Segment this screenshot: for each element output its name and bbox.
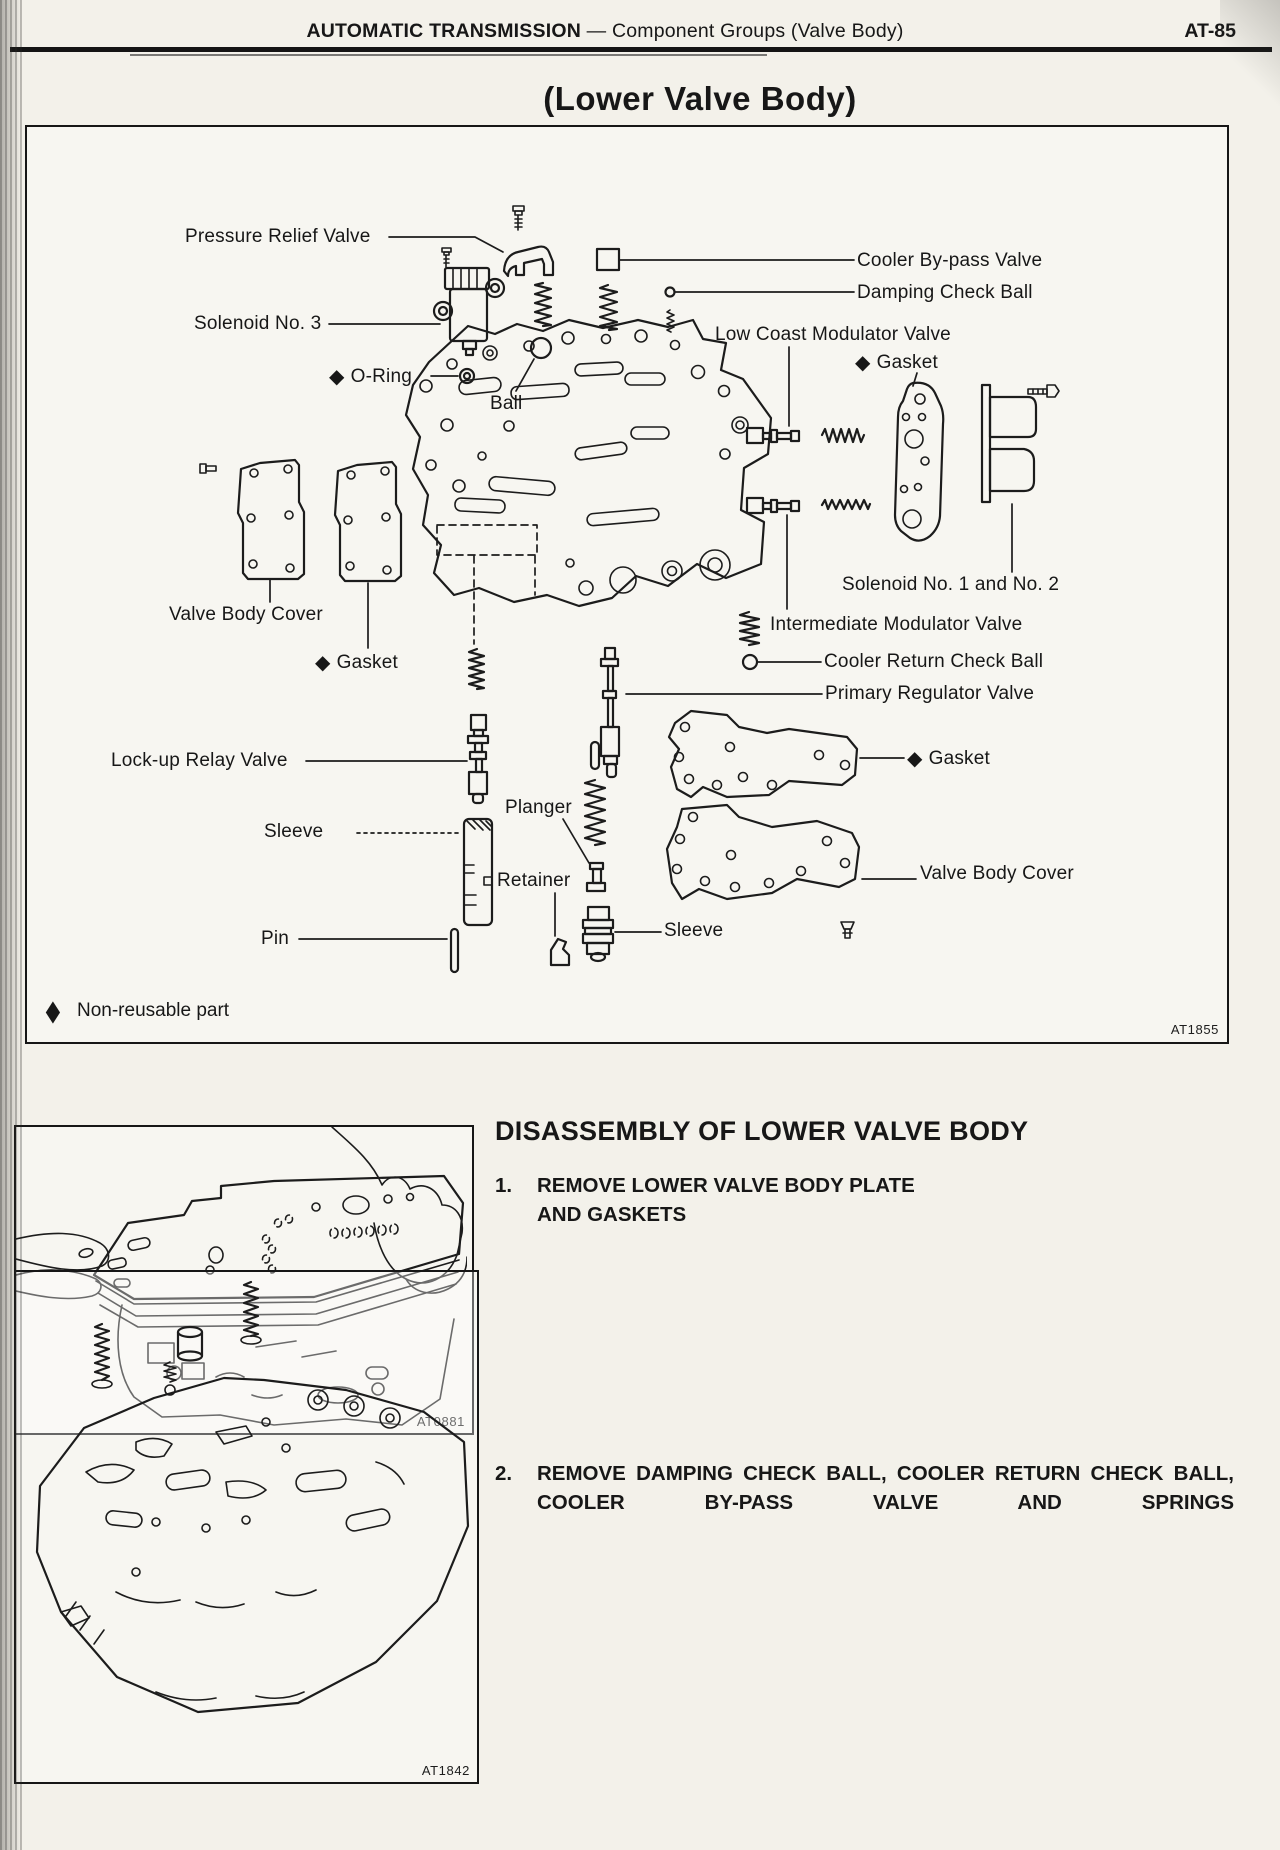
main-valve-body-casting — [404, 318, 773, 608]
non-reusable-diamond-icon: ◆ — [329, 366, 345, 388]
exploded-diagram-box: Pressure Relief Valve Solenoid No. 3 ◆O-… — [25, 125, 1229, 1044]
label-text: Gasket — [336, 652, 398, 673]
section-heading: DISASSEMBLY OF LOWER VALVE BODY — [495, 1116, 1029, 1146]
screw-parts — [199, 205, 1060, 939]
gasket-plate-top-part — [893, 381, 945, 542]
step-number: 2. — [495, 1462, 513, 1485]
page-header: AUTOMATIC TRANSMISSION — Component Group… — [0, 20, 1210, 43]
projection-dashes — [436, 524, 538, 645]
legend-text: Non-reusable part — [77, 999, 230, 1021]
label-cooler-bypass-valve: Cooler By-pass Valve — [857, 250, 1043, 271]
non-reusable-diamond-icon: ◆ — [855, 352, 871, 374]
gasket-middle-part — [667, 709, 859, 799]
page-number: AT-85 — [1184, 20, 1236, 42]
label-low-coast-modulator-valve: Low Coast Modulator Valve — [715, 324, 951, 345]
header-section: AUTOMATIC TRANSMISSION — [306, 20, 581, 42]
label-cooler-return-check-ball: Cooler Return Check Ball — [824, 651, 1044, 672]
figure-code-at1855: AT1855 — [1170, 1022, 1219, 1037]
solenoid-no3-part — [432, 266, 506, 357]
pressure-relief-valve-part — [502, 245, 555, 278]
non-reusable-diamond-icon: ◆ — [907, 748, 923, 770]
label-gasket-left: ◆Gasket — [315, 651, 398, 674]
planger-part — [585, 740, 607, 893]
springs-and-piston — [91, 1280, 262, 1396]
label-lock-up-relay-valve: Lock-up Relay Valve — [111, 750, 288, 771]
step-text: REMOVE DAMPING CHECK BALL, COOLER RETURN… — [537, 1462, 1234, 1514]
label-solenoid-no1-no2: Solenoid No. 1 and No. 2 — [842, 574, 1060, 595]
label-gasket-right: ◆Gasket — [907, 747, 990, 770]
legend-non-reusable: ◆ Non-reusable part — [43, 993, 230, 1027]
non-reusable-diamond-icon: ◆ — [45, 993, 61, 1027]
o-ring-part — [458, 367, 476, 385]
valve-body-casting — [117, 1304, 455, 1426]
label-damping-check-ball: Damping Check Ball — [857, 282, 1033, 303]
right-hand — [331, 1127, 467, 1294]
step-1: 1. REMOVE LOWER VALVE BODY PLATE AND GAS… — [495, 1172, 940, 1229]
label-pressure-relief-valve: Pressure Relief Valve — [185, 226, 371, 247]
sleeve-center-part — [581, 905, 615, 963]
ball-part — [529, 336, 553, 360]
step-text: REMOVE LOWER VALVE BODY PLATE AND GASKET… — [537, 1174, 915, 1226]
sleeve-left-part — [462, 817, 494, 927]
lock-up-relay-valve-part — [466, 713, 490, 805]
spring-parts — [467, 281, 872, 847]
step-number: 1. — [495, 1174, 513, 1197]
label-valve-body-cover-right: Valve Body Cover — [920, 863, 1074, 884]
label-primary-regulator-valve: Primary Regulator Valve — [825, 683, 1035, 704]
label-planger: Planger — [505, 797, 572, 818]
figure-2-box: AT1842 — [14, 1270, 479, 1784]
label-o-ring: ◆O-Ring — [329, 365, 412, 388]
figure-2-art — [35, 1280, 470, 1714]
lower-valve-body-casting — [35, 1376, 470, 1714]
intermediate-modulator-valve-part — [745, 496, 801, 515]
label-text: Gasket — [876, 352, 938, 373]
header-subsection: Component Groups (Valve Body) — [611, 20, 904, 42]
non-reusable-diamond-icon: ◆ — [315, 652, 331, 674]
valve-body-cover-plates-left — [236, 458, 403, 583]
primary-regulator-valve-part — [599, 646, 621, 779]
header-separator: — — [586, 20, 607, 42]
step-2: 2. REMOVE DAMPING CHECK BALL, COOLER RET… — [495, 1460, 1235, 1517]
header-rule — [10, 47, 1272, 56]
label-text: O-Ring — [350, 366, 412, 387]
leader-lines — [269, 236, 1013, 940]
page-title: (Lower Valve Body) — [543, 80, 857, 117]
solenoid-bracket-part — [980, 383, 1038, 504]
label-text: Gasket — [928, 748, 990, 769]
figure-1-art — [16, 1127, 467, 1426]
exploded-parts-art — [199, 205, 1060, 974]
label-sleeve-left: Sleeve — [264, 821, 324, 842]
damping-check-ball-part — [664, 286, 676, 298]
label-pin: Pin — [261, 928, 290, 949]
cooler-return-check-ball-part — [741, 653, 759, 671]
label-valve-body-cover-left: Valve Body Cover — [169, 604, 323, 625]
figure-1-box: AT0881 — [14, 1125, 474, 1435]
figure-code-at1842: AT1842 — [421, 1763, 470, 1778]
label-gasket-top: ◆Gasket — [855, 351, 938, 374]
figure-code-at0881: AT0881 — [416, 1414, 465, 1429]
retainer-part — [549, 937, 571, 967]
valve-body-cover-right-part — [665, 803, 861, 901]
label-ball: Ball — [490, 393, 523, 414]
label-intermediate-modulator-valve: Intermediate Modulator Valve — [770, 614, 1023, 635]
low-coast-modulator-valve-part — [745, 426, 801, 445]
label-solenoid-no3: Solenoid No. 3 — [194, 313, 322, 334]
label-sleeve-center: Sleeve — [664, 920, 724, 941]
pin-part — [449, 927, 460, 974]
cooler-bypass-valve-part — [595, 247, 621, 272]
label-retainer: Retainer — [497, 870, 571, 891]
